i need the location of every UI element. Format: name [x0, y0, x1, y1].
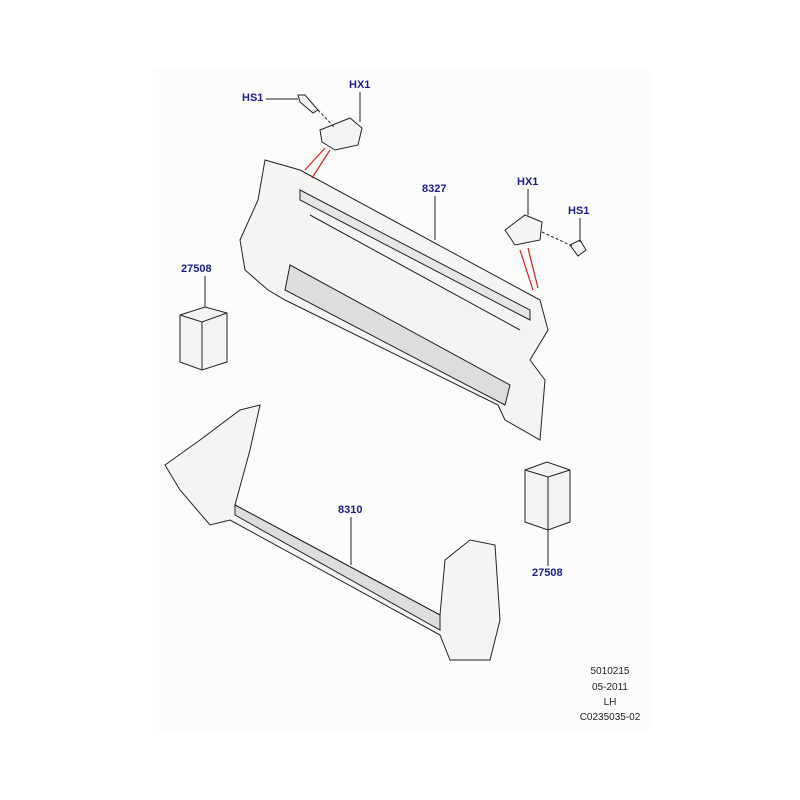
- callout-hs1-right: HS1: [568, 205, 590, 217]
- callout-27508-right: 27508: [532, 567, 563, 579]
- callout-8327: 8327: [422, 183, 447, 195]
- bracket-hx1-right: [504, 214, 543, 246]
- callout-hx1-left: HX1: [349, 79, 371, 91]
- red-leaders: [304, 147, 539, 291]
- diagram-panel: [153, 68, 650, 730]
- callout-hx1-right: HX1: [517, 176, 539, 188]
- info-date: 05-2011: [592, 682, 628, 693]
- info-side: LH: [603, 697, 617, 708]
- bolt-hs1-left: [297, 94, 319, 114]
- bolt-hs1-right: [569, 239, 587, 257]
- info-code: 5010215: [590, 666, 630, 677]
- callout-hs1-left: HS1: [242, 92, 264, 104]
- air-deflector-8310: [164, 404, 501, 661]
- callout-8310: 8310: [338, 504, 363, 516]
- foam-block-left: [179, 306, 228, 371]
- bracket-hx1-left: [319, 117, 363, 151]
- info-illustration-id: C0235035-02: [579, 712, 641, 723]
- callout-27508-left: 27508: [181, 263, 212, 275]
